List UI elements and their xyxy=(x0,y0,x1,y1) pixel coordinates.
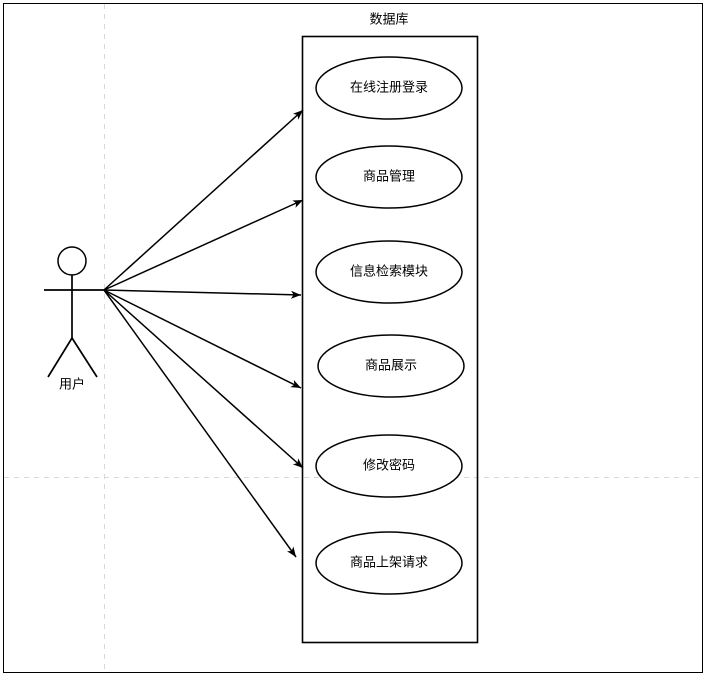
association-line-2[interactable] xyxy=(103,199,304,291)
association-line-1[interactable] xyxy=(103,109,304,291)
actor-user[interactable] xyxy=(44,246,104,378)
use-case-label-6: 商品上架请求 xyxy=(349,555,429,571)
use-case-ellipse-3[interactable] xyxy=(315,240,463,304)
use-case-label-3: 信息检索模块 xyxy=(349,264,429,280)
actor-label-user: 用户 xyxy=(58,377,86,393)
use-case-ellipse-2[interactable] xyxy=(315,145,463,209)
actor-leg-right xyxy=(71,337,98,378)
use-case-label-1: 在线注册登录 xyxy=(349,80,429,96)
page-border xyxy=(3,3,703,673)
use-case-ellipse-5[interactable] xyxy=(315,434,463,498)
system-boundary-box[interactable] xyxy=(301,35,479,644)
use-case-label-4: 商品展示 xyxy=(364,358,418,374)
association-line-4[interactable] xyxy=(103,289,302,389)
use-case-ellipse-6[interactable] xyxy=(315,531,463,595)
actor-leg-left xyxy=(47,337,73,378)
system-boundary-title: 数据库 xyxy=(369,12,409,28)
use-case-label-2: 商品管理 xyxy=(362,169,416,185)
use-case-ellipse-4[interactable] xyxy=(317,334,465,398)
use-case-label-5: 修改密码 xyxy=(362,458,416,474)
actor-head-icon xyxy=(57,246,87,276)
association-line-6[interactable] xyxy=(103,289,297,558)
use-case-ellipse-1[interactable] xyxy=(315,56,463,120)
association-line-3[interactable] xyxy=(103,289,302,299)
association-line-5[interactable] xyxy=(103,289,304,469)
